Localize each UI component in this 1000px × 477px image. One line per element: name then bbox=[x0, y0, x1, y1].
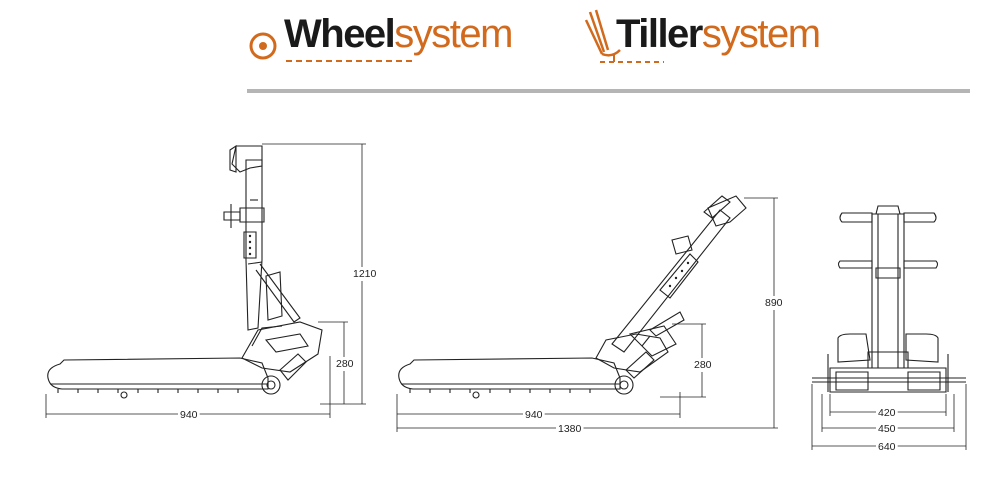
platform-feet bbox=[57, 389, 239, 393]
wheelsystem-dimensions: 1210 280 940 bbox=[45, 143, 379, 422]
dim-tiller-height-total: 890 bbox=[765, 297, 783, 309]
tillersystem-dimensions: 890 280 940 1380 bbox=[396, 197, 785, 436]
brand-wheel-bold: Wheel bbox=[284, 12, 396, 56]
dim-tiller-height-platform: 280 bbox=[694, 359, 712, 371]
dim-front-outer: 640 bbox=[878, 441, 896, 453]
column-holes bbox=[248, 234, 252, 256]
dim-height-platform: 280 bbox=[336, 358, 354, 370]
dim-length: 940 bbox=[180, 409, 198, 421]
wheel-target-icon bbox=[249, 32, 414, 62]
front-dimensions: 420 450 640 bbox=[811, 384, 967, 454]
dim-height-total: 1210 bbox=[353, 268, 377, 280]
brand-tiller-light: system bbox=[701, 12, 821, 56]
front-view bbox=[812, 205, 966, 393]
tiller-fork-icon bbox=[584, 9, 664, 63]
tiller-holes bbox=[668, 261, 690, 288]
wheelsystem-side-view bbox=[47, 144, 323, 399]
dim-tiller-length: 940 bbox=[525, 409, 543, 421]
dim-tiller-length-total: 1380 bbox=[558, 423, 582, 435]
tillersystem-side-view bbox=[398, 195, 747, 399]
brand-tiller-bold: Tiller bbox=[616, 12, 703, 56]
divider-rule bbox=[247, 89, 970, 93]
dim-front-inner: 420 bbox=[878, 407, 896, 419]
brand-wheel-light: system bbox=[394, 12, 513, 56]
dim-front-middle: 450 bbox=[878, 423, 896, 435]
